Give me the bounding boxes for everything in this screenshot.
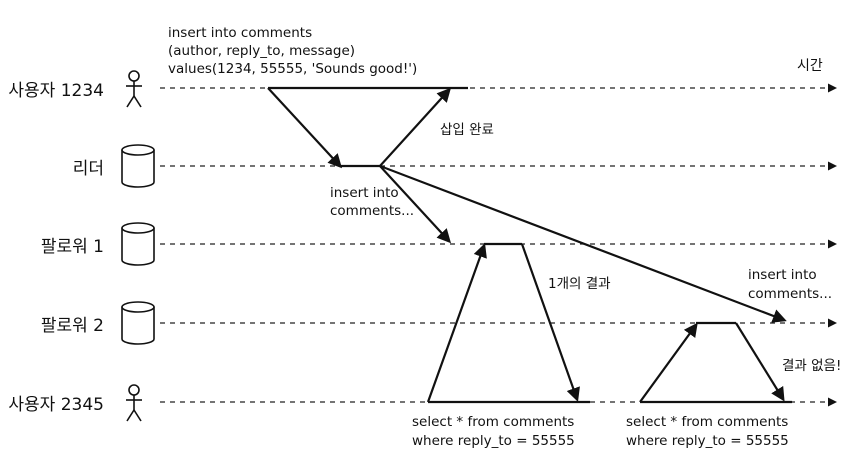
user-icon <box>126 70 142 108</box>
time-axis-label: 시간 <box>797 58 823 74</box>
user-icon <box>126 384 142 422</box>
replication-arrow-follower1 <box>379 165 452 244</box>
database-icon <box>121 301 155 345</box>
write-ack-arrow <box>379 87 452 167</box>
database-icon <box>121 144 155 188</box>
query2-annotation: select * from comments where reply_to = … <box>626 414 793 449</box>
actor-label-follower2: 팔로워 2 <box>41 316 104 336</box>
actor-label-follower1: 팔로워 1 <box>41 237 104 257</box>
replicate-follower2-annotation: insert into comments... <box>748 267 832 302</box>
write-request-arrow <box>267 87 343 169</box>
actor-label-leader: 리더 <box>73 159 104 179</box>
read1-response-arrow <box>520 243 580 402</box>
replication-arrow-follower2 <box>379 164 787 323</box>
actor-label-user2345: 사용자 2345 <box>8 395 104 415</box>
second-result-annotation: 결과 없음! <box>782 358 841 374</box>
first-result-annotation: 1개의 결과 <box>548 276 611 292</box>
actor-label-user1234: 사용자 1234 <box>8 81 104 101</box>
insert-sql-annotation: insert into comments (author, reply_to, … <box>168 25 417 77</box>
read1-request-arrow <box>426 243 487 403</box>
insert-ack-annotation: 삽입 완료 <box>440 122 494 138</box>
replicate-follower1-annotation: insert into comments... <box>330 185 414 219</box>
query1-annotation: select * from comments where reply_to = … <box>412 414 579 449</box>
read2-response-arrow <box>735 322 785 402</box>
database-icon <box>121 222 155 266</box>
read2-request-arrow <box>639 322 698 403</box>
